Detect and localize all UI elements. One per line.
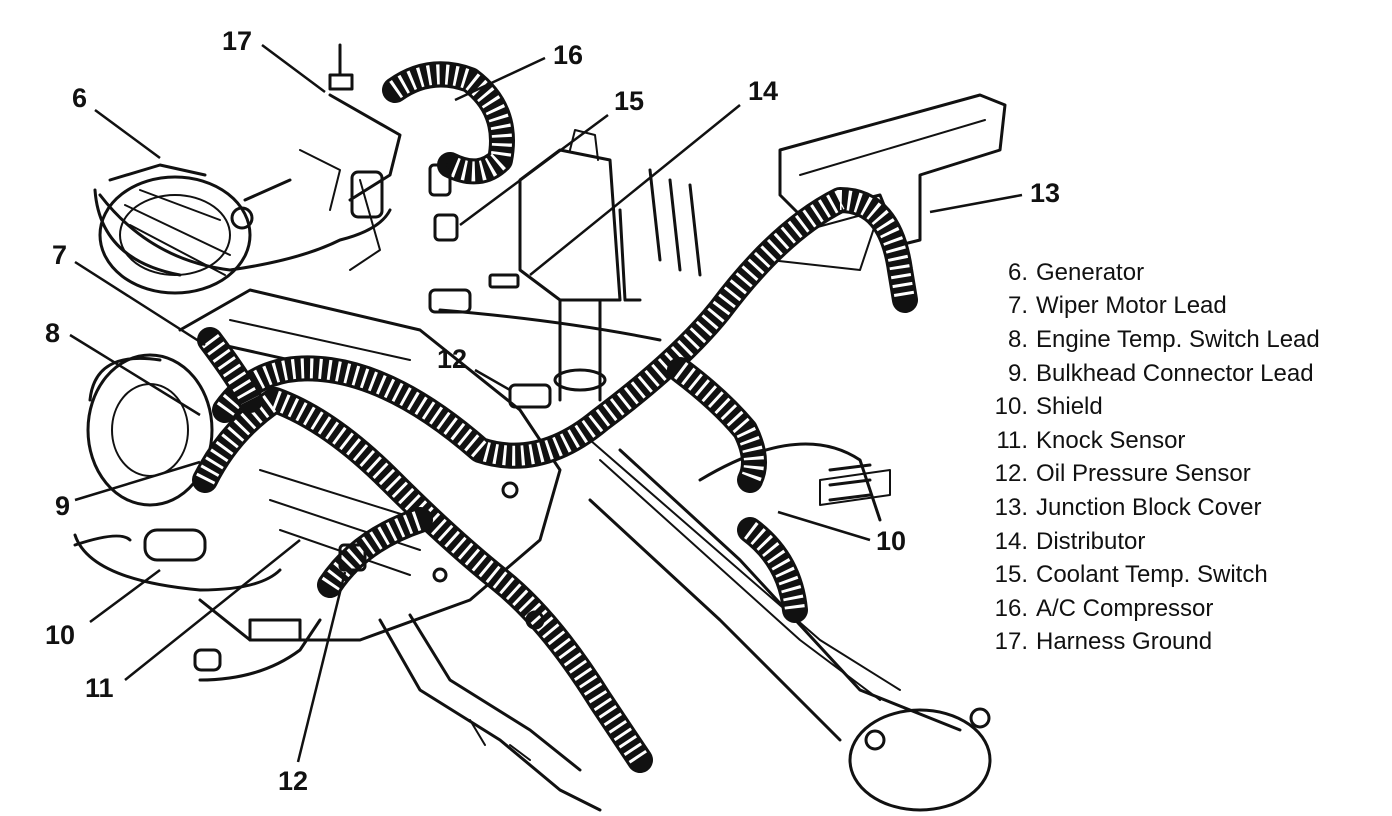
- legend-label: Junction Block Cover: [1036, 493, 1262, 521]
- legend-number: 10.: [994, 393, 1028, 421]
- callout-14: 14: [748, 76, 779, 106]
- legend-item: 8. Engine Temp. Switch Lead: [980, 323, 1385, 357]
- callout-11: 11: [85, 673, 114, 703]
- legend-label: Oil Pressure Sensor: [1036, 460, 1251, 488]
- legend-number: 7.: [1007, 292, 1028, 320]
- component-legend: 6. Generator 7. Wiper Motor Lead 8. Engine …: [980, 256, 1385, 659]
- arrow-6: [94, 108, 161, 160]
- callout-15: 15: [614, 86, 645, 116]
- callout-10-left: 10: [45, 620, 76, 650]
- legend-number: 9.: [1007, 359, 1028, 387]
- legend-number: 16.: [994, 594, 1028, 622]
- callout-12-top: 12: [437, 344, 468, 374]
- callout-17: 17: [222, 26, 253, 56]
- arrow-14: [529, 104, 741, 276]
- arrow-7: [74, 260, 206, 347]
- junction-block-cover: [769, 93, 1007, 271]
- legend-item: 15. Coolant Temp. Switch: [980, 558, 1385, 592]
- callout-8: 8: [45, 318, 61, 348]
- legend-label: Generator: [1036, 258, 1145, 286]
- arrow-8: [69, 333, 201, 417]
- callout-arrows: [69, 43, 1023, 763]
- arrow-17: [261, 43, 326, 94]
- legend-label: Shield: [1036, 393, 1103, 421]
- exhaust-bracket: [378, 613, 602, 812]
- arrow-12-bottom: [296, 571, 347, 763]
- arrow-9: [74, 460, 201, 502]
- arrow-12-top: [474, 368, 511, 392]
- arrow-16: [454, 56, 546, 102]
- legend-item: 6. Generator: [980, 256, 1385, 290]
- callout-16: 16: [553, 40, 584, 70]
- legend-number: 6.: [1007, 258, 1028, 286]
- legend-label: Knock Sensor: [1036, 426, 1186, 454]
- legend-item: 12. Oil Pressure Sensor: [980, 458, 1385, 492]
- legend-label: Coolant Temp. Switch: [1036, 561, 1268, 589]
- legend-label: A/C Compressor: [1036, 594, 1214, 622]
- legend-item: 17. Harness Ground: [980, 626, 1385, 660]
- callout-13: 13: [1030, 178, 1061, 208]
- legend-item: 11. Knock Sensor: [980, 424, 1385, 458]
- callout-6: 6: [72, 83, 88, 113]
- legend-number: 8.: [1007, 325, 1028, 353]
- legend-label: Distributor: [1036, 527, 1146, 555]
- callout-10-right: 10: [876, 526, 907, 556]
- transmission: [588, 439, 992, 812]
- callout-12-bottom: 12: [278, 766, 309, 796]
- arrow-15: [459, 113, 609, 227]
- legend-number: 11.: [996, 426, 1028, 454]
- legend-label: Wiper Motor Lead: [1036, 292, 1227, 320]
- legend-number: 12.: [994, 460, 1028, 488]
- legend-number: 17.: [994, 628, 1028, 656]
- ground-bracket: [299, 43, 402, 271]
- arrow-11: [124, 539, 301, 681]
- arrow-10-left: [89, 568, 161, 624]
- wire-leads: [73, 168, 702, 682]
- legend-item: 13. Junction Block Cover: [980, 491, 1385, 525]
- generator: [98, 163, 292, 295]
- legend-number: 14.: [994, 527, 1028, 555]
- legend-item: 7. Wiper Motor Lead: [980, 290, 1385, 324]
- arrow-13: [929, 193, 1023, 214]
- legend-item: 14. Distributor: [980, 525, 1385, 559]
- legend-label: Bulkhead Connector Lead: [1036, 359, 1314, 387]
- legend-label: Harness Ground: [1036, 628, 1213, 656]
- sensors-connectors: [143, 163, 872, 672]
- legend-number: 15.: [994, 561, 1028, 589]
- legend-label: Engine Temp. Switch Lead: [1036, 325, 1320, 353]
- legend-item: 9. Bulkhead Connector Lead: [980, 357, 1385, 391]
- wire-harness: [192, 61, 918, 773]
- legend-number: 13.: [994, 493, 1028, 521]
- callout-7: 7: [52, 240, 68, 270]
- callout-9: 9: [55, 491, 71, 521]
- arrow-10-right: [777, 510, 871, 542]
- legend-item: 10. Shield: [980, 390, 1385, 424]
- legend-item: 16. A/C Compressor: [980, 592, 1385, 626]
